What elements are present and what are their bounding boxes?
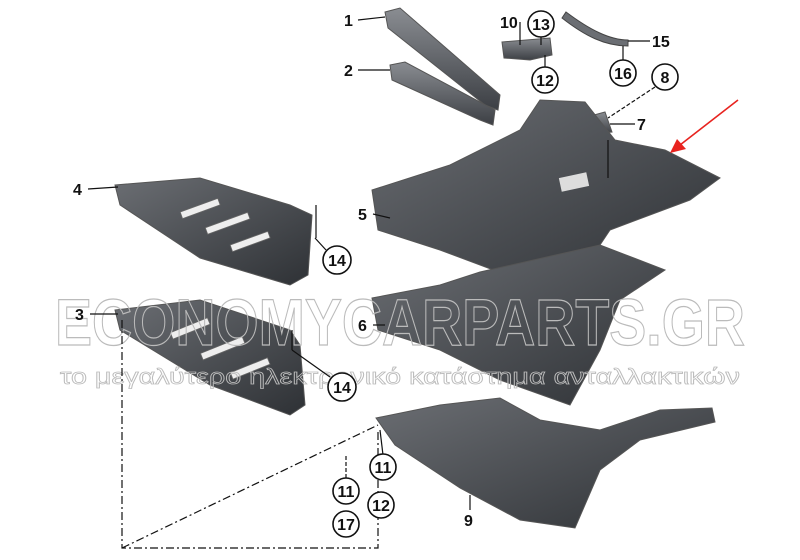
part-4-slots [179, 197, 271, 253]
callout-8[interactable]: 8 [651, 63, 679, 91]
leader-lines [87, 16, 656, 549]
svg-text:14: 14 [333, 380, 351, 397]
callout-5[interactable]: 5 [358, 207, 367, 224]
callout-11-right[interactable]: 11 [369, 453, 397, 481]
svg-text:12: 12 [536, 73, 554, 90]
part-5-opening [558, 172, 590, 192]
part-10-bracket [501, 37, 553, 61]
part-3-slots [169, 317, 271, 380]
svg-text:17: 17 [337, 517, 355, 534]
part-6-underbody-panel [371, 244, 667, 406]
callout-1[interactable]: 1 [344, 13, 353, 30]
watermark-tagline: το μεγαλύτερο ηλεκτρονικό κατάστημα αντα… [60, 364, 740, 389]
part-2-rail [389, 61, 496, 126]
svg-text:8: 8 [661, 70, 670, 87]
callout-14-upper[interactable]: 14 [322, 245, 352, 275]
callout-12-top[interactable]: 12 [531, 66, 559, 94]
svg-text:16: 16 [614, 66, 632, 83]
callout-13[interactable]: 13 [527, 10, 555, 38]
callout-17[interactable]: 17 [332, 510, 360, 538]
callout-11-left[interactable]: 11 [332, 477, 360, 505]
svg-text:11: 11 [375, 460, 392, 477]
callout-6[interactable]: 6 [358, 318, 367, 335]
svg-text:13: 13 [532, 17, 550, 34]
highlight-arrow [670, 99, 739, 153]
callout-16[interactable]: 16 [609, 59, 637, 87]
callout-2[interactable]: 2 [344, 63, 353, 80]
part-9-underbody-panel [375, 397, 716, 529]
callout-12-bottom[interactable]: 12 [367, 491, 395, 519]
svg-text:14: 14 [328, 253, 346, 270]
part-5-underbody-panel [371, 99, 721, 281]
svg-text:12: 12 [372, 498, 390, 515]
callout-7[interactable]: 7 [637, 117, 646, 134]
svg-text:11: 11 [338, 484, 355, 501]
callout-3[interactable]: 3 [75, 307, 84, 324]
callout-10[interactable]: 10 [500, 15, 518, 32]
callout-4[interactable]: 4 [73, 182, 82, 199]
part-15-strap [561, 11, 629, 47]
watermark-brand: ECONOMYCARPARTS.GR [55, 285, 745, 359]
callout-9[interactable]: 9 [464, 513, 473, 530]
callout-14-lower[interactable]: 14 [327, 372, 357, 402]
callout-15[interactable]: 15 [652, 34, 670, 51]
part-1-rail [384, 7, 501, 111]
